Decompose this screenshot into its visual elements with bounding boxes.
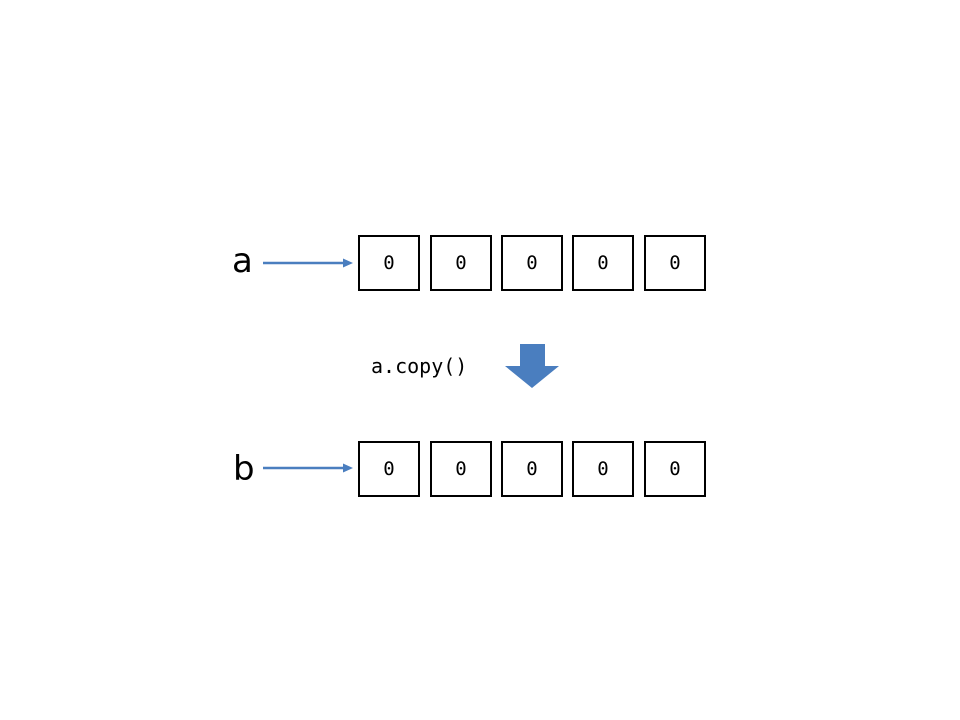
array-b-cell: 0 <box>501 441 563 497</box>
array-a-cell: 0 <box>644 235 706 291</box>
array-b-cell: 0 <box>358 441 420 497</box>
array-b-cell: 0 <box>572 441 634 497</box>
array-b-cell: 0 <box>644 441 706 497</box>
copy-operation-label: a.copy() <box>371 354 468 378</box>
array-a-cell: 0 <box>572 235 634 291</box>
array-a-cell: 0 <box>501 235 563 291</box>
variable-a-label: a <box>232 241 253 281</box>
array-a-cell: 0 <box>358 235 420 291</box>
variable-b-label: b <box>233 449 255 489</box>
array-a-cell: 0 <box>430 235 492 291</box>
down-arrow-icon <box>505 344 559 388</box>
pointer-b-arrow-icon <box>263 463 353 473</box>
array-b-cell: 0 <box>430 441 492 497</box>
pointer-a-arrow-icon <box>263 258 353 268</box>
